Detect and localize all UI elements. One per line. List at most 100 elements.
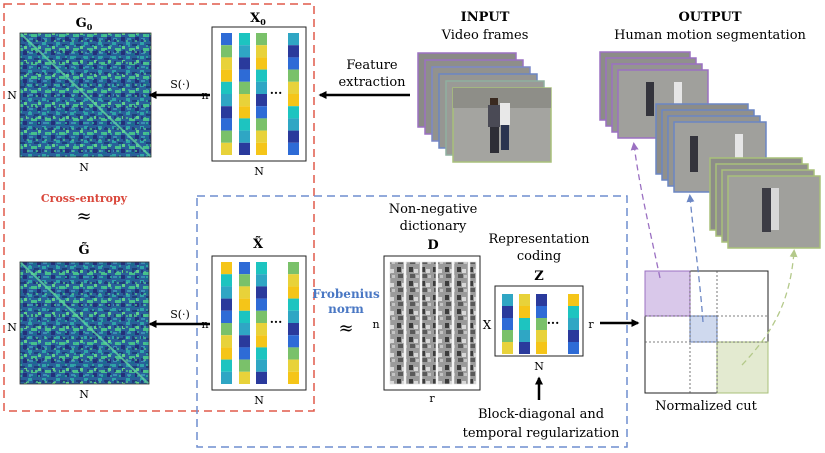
feature-cell <box>256 262 267 275</box>
feature-cell <box>519 330 530 342</box>
dictionary-line1: Non-negative <box>389 202 478 217</box>
feature-cell <box>256 106 267 119</box>
feature-cell <box>256 57 267 70</box>
feature-cell <box>239 118 250 131</box>
feature-cell <box>221 57 232 70</box>
feature-cell <box>536 318 547 330</box>
feature-cell <box>288 359 299 372</box>
feature-cell <box>288 106 299 119</box>
feature-cell <box>288 371 299 384</box>
feature-cell <box>288 94 299 107</box>
feature-cell <box>288 130 299 143</box>
feature-cell <box>221 371 232 384</box>
feature-cell <box>239 94 250 107</box>
feature-cell <box>288 335 299 348</box>
frobenius-line2: norm <box>328 302 364 316</box>
feature-cell <box>221 286 232 299</box>
x0-title: X0 <box>250 11 266 27</box>
feature-cell <box>502 342 513 354</box>
feature-cell <box>239 371 250 384</box>
feature-cell <box>239 33 250 46</box>
feature-extraction-line2: extraction <box>338 75 406 90</box>
x0-col-label: N <box>254 165 264 178</box>
feature-cell <box>519 342 530 354</box>
frobenius-approx: ≈ <box>338 318 353 339</box>
feature-cell <box>502 330 513 342</box>
feature-cell <box>256 347 267 360</box>
xt-ellipsis: ··· <box>270 315 283 329</box>
feature-cell <box>536 330 547 342</box>
feature-cell <box>221 81 232 94</box>
feature-cell <box>221 359 232 372</box>
feature-cell <box>221 106 232 119</box>
coding-columns <box>502 294 579 354</box>
similarity-label-bottom: S(·) <box>170 308 190 321</box>
feature-cell <box>502 306 513 318</box>
feature-cell <box>239 81 250 94</box>
feature-extraction-line1: Feature <box>346 58 398 73</box>
feature-cell <box>256 33 267 46</box>
feature-cell <box>288 142 299 155</box>
dictionary-row-label: n <box>372 318 379 331</box>
feature-cell <box>256 45 267 58</box>
g0-col-label: N <box>79 161 89 174</box>
gt-col-label: N <box>79 388 89 401</box>
feature-cell <box>288 298 299 311</box>
feature-cell <box>536 294 547 306</box>
person-head <box>490 98 498 105</box>
feature-cell <box>239 359 250 372</box>
feature-cell <box>239 262 250 275</box>
feature-cell <box>256 323 267 336</box>
feature-cell <box>256 310 267 323</box>
feature-cell <box>256 371 267 384</box>
feature-cell <box>239 142 250 155</box>
feature-cell <box>568 294 579 306</box>
feature-cell <box>256 298 267 311</box>
xt-feature-columns <box>221 262 299 384</box>
feature-cell <box>256 118 267 131</box>
feature-cell <box>288 33 299 46</box>
feature-cell <box>256 69 267 82</box>
x0-row-label: n <box>201 89 208 102</box>
blue-segment-link <box>686 194 704 323</box>
dictionary-symbol: D <box>427 238 438 253</box>
feature-cell <box>239 323 250 336</box>
feature-cell <box>256 142 267 155</box>
feature-cell <box>519 294 530 306</box>
input-heading: INPUT <box>461 10 510 25</box>
gt-row-label: N <box>7 321 17 334</box>
feature-cell <box>221 335 232 348</box>
feature-cell <box>256 81 267 94</box>
feature-cell <box>568 342 579 354</box>
blue-dashed-region <box>196 195 628 448</box>
g0-row-label: N <box>7 89 17 102</box>
x0-ellipsis: ··· <box>270 86 283 100</box>
feature-cell <box>288 286 299 299</box>
feature-cell <box>288 310 299 323</box>
red-dashed-region <box>3 3 315 412</box>
feature-cell <box>256 286 267 299</box>
frobenius-line1: Frobenius <box>312 287 380 301</box>
feature-cell <box>256 274 267 287</box>
normalized-cut-label: Normalized cut <box>655 399 757 414</box>
feature-cell <box>221 323 232 336</box>
feature-cell <box>221 69 232 82</box>
g0-title: G0 <box>76 16 93 32</box>
feature-cell <box>221 130 232 143</box>
x0-feature-columns <box>221 33 299 155</box>
feature-cell <box>221 347 232 360</box>
feature-cell <box>239 274 250 287</box>
dictionary-line2: dictionary <box>400 219 467 234</box>
gt-title: G̃ <box>78 242 89 258</box>
feature-cell <box>536 342 547 354</box>
input-video-frames <box>417 52 552 163</box>
feature-cell <box>288 57 299 70</box>
cross-entropy-approx: ≈ <box>76 206 91 227</box>
feature-cell <box>239 69 250 82</box>
feature-cell <box>221 33 232 46</box>
feature-cell <box>239 130 250 143</box>
feature-cell <box>288 347 299 360</box>
feature-cell <box>239 335 250 348</box>
feature-cell <box>239 57 250 70</box>
